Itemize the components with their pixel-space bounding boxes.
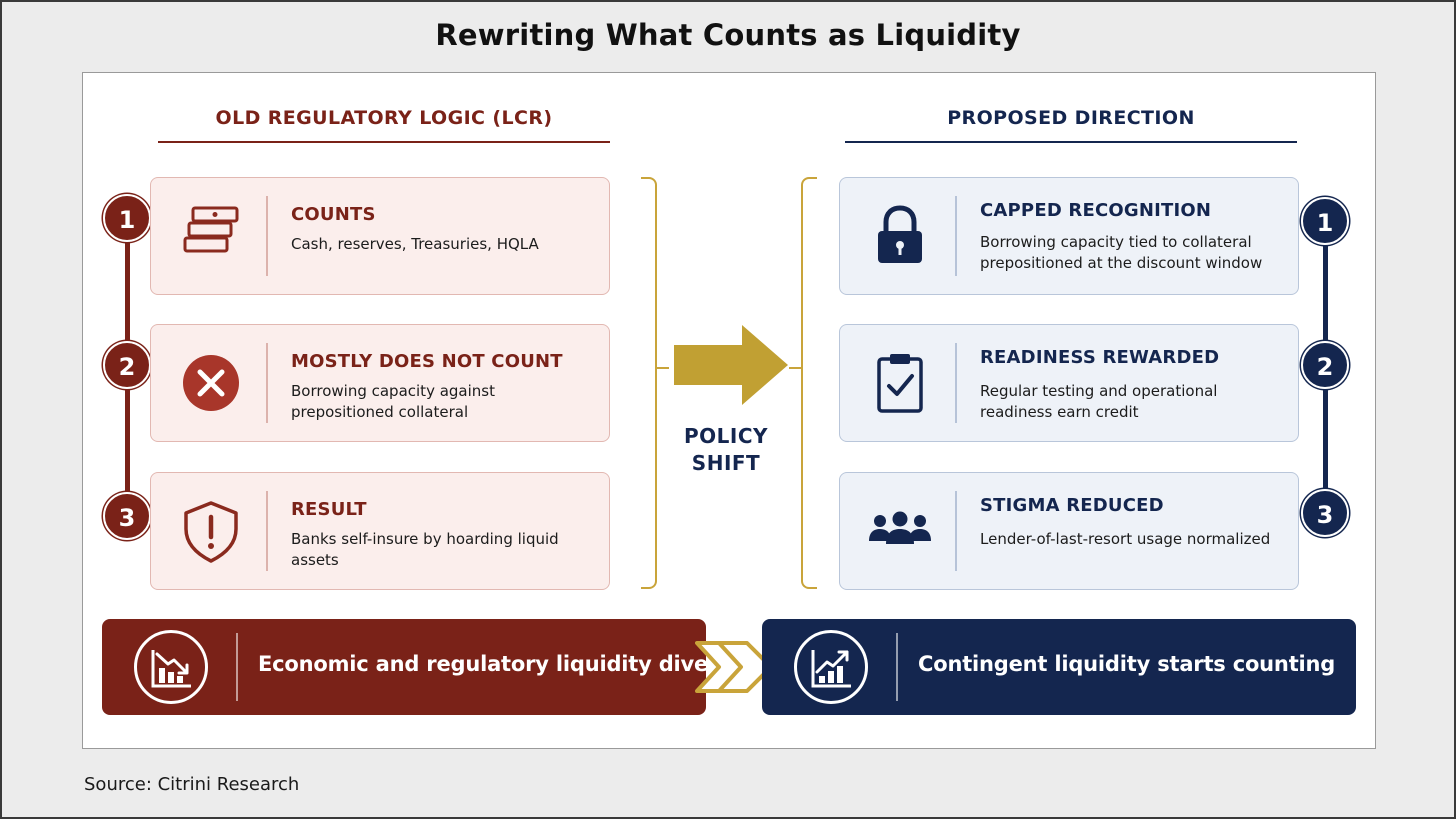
card-separator [266, 491, 268, 571]
right-step-number-1: 1 [1301, 197, 1349, 245]
right-step-number-3: 3 [1301, 489, 1349, 537]
left-step-number-1: 1 [103, 194, 151, 242]
card-title: COUNTS [291, 204, 376, 225]
left-bracket [641, 177, 657, 589]
chart-down-icon [134, 630, 208, 704]
diagram-frame: OLD REGULATORY LOGIC (LCR) PROPOSED DIRE… [82, 72, 1376, 749]
right-card-readiness-rewarded: READINESS REWARDED Regular testing and o… [839, 324, 1299, 442]
left-step-number-2: 2 [103, 341, 151, 389]
shield-alert-icon [179, 499, 243, 563]
banner-text: Contingent liquidity starts counting [918, 652, 1336, 676]
left-bracket-tick [657, 367, 669, 369]
x-circle-icon [179, 351, 243, 415]
policy-shift-line2: SHIFT [691, 451, 761, 475]
card-title: CAPPED RECOGNITION [980, 200, 1212, 221]
banner-separator [236, 633, 238, 701]
banner-contingent: Contingent liquidity starts counting [762, 619, 1356, 715]
card-separator [955, 196, 957, 276]
double-chevron-icon [695, 641, 775, 693]
card-description: Cash, reserves, Treasuries, HQLA [291, 235, 539, 253]
banner-separator [896, 633, 898, 701]
clipboard-check-icon [868, 351, 932, 415]
stacked-cash-icon [179, 204, 243, 268]
policy-shift-arrow-icon [672, 323, 790, 407]
right-card-capped-recognition: CAPPED RECOGNITION Borrowing capacity ti… [839, 177, 1299, 295]
banner-text: Economic and regulatory liquidity diverg… [258, 652, 748, 676]
right-column-heading: PROPOSED DIRECTION [947, 107, 1195, 129]
left-heading-rule [158, 141, 610, 143]
left-card-mostly-does-not-count: MOSTLY DOES NOT COUNT Borrowing capacity… [150, 324, 610, 442]
card-description: Banks self-insure by hoarding liquid ass… [291, 530, 559, 569]
policy-shift-label: POLICY SHIFT [666, 423, 786, 477]
left-card-counts: COUNTS Cash, reserves, Treasuries, HQLA [150, 177, 610, 295]
people-group-icon [868, 499, 932, 563]
right-card-stigma-reduced: STIGMA REDUCED Lender-of-last-resort usa… [839, 472, 1299, 590]
card-title: RESULT [291, 499, 367, 520]
card-description: Borrowing capacity against prepositioned… [291, 382, 495, 421]
diagram-title: Rewriting What Counts as Liquidity [435, 18, 1021, 52]
policy-shift-line1: POLICY [683, 424, 768, 448]
card-separator [955, 343, 957, 423]
card-separator [266, 343, 268, 423]
card-description: Regular testing and operational readines… [980, 382, 1218, 421]
right-heading-rule [845, 141, 1297, 143]
right-bracket [801, 177, 817, 589]
source-note: Source: Citrini Research [84, 774, 300, 795]
card-separator [955, 491, 957, 571]
left-step-number-3: 3 [103, 492, 151, 540]
left-column-heading: OLD REGULATORY LOGIC (LCR) [215, 107, 553, 129]
banner-diverge: Economic and regulatory liquidity diverg… [102, 619, 747, 715]
card-description: Lender-of-last-resort usage normalized [980, 530, 1271, 548]
card-description: Borrowing capacity tied to collateral pr… [980, 233, 1263, 272]
right-bracket-tick [789, 367, 801, 369]
card-title: STIGMA REDUCED [980, 495, 1164, 516]
chart-up-icon [794, 630, 868, 704]
right-step-number-2: 2 [1301, 341, 1349, 389]
left-card-result: RESULT Banks self-insure by hoarding liq… [150, 472, 610, 590]
card-separator [266, 196, 268, 276]
card-title: READINESS REWARDED [980, 347, 1220, 368]
card-title: MOSTLY DOES NOT COUNT [291, 351, 563, 372]
lock-icon [868, 204, 932, 268]
